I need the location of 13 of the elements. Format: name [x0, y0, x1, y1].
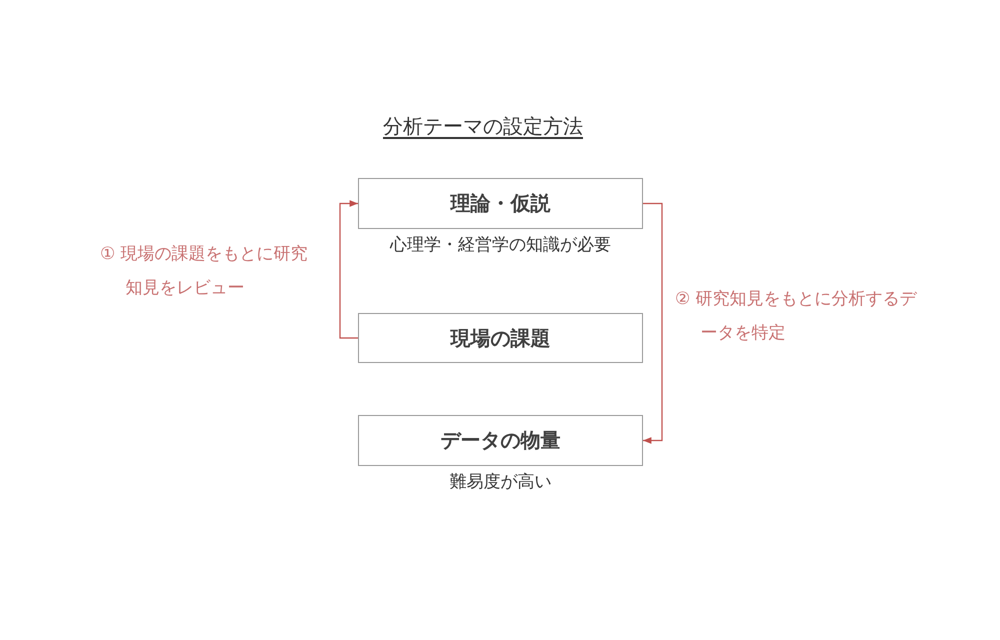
arrow	[643, 202, 663, 444]
box-label: 理論・仮説	[450, 190, 550, 217]
process-box	[358, 415, 643, 466]
box-label: データの物量	[440, 427, 560, 454]
edge-label: ① 現場の課題をもとに研究知見をレビュー	[100, 243, 309, 300]
note-text: 難易度が高い	[450, 471, 552, 493]
diagram-title: 分析テーマの設定方法	[383, 113, 583, 140]
edge-label: ② 研究知見をもとに分析するデータを特定	[675, 288, 918, 345]
box-label: 現場の課題	[450, 324, 550, 352]
note-text: 心理学・経営学の知識が必要	[390, 234, 611, 256]
process-box	[358, 313, 643, 363]
arrow	[339, 200, 358, 339]
process-box	[358, 178, 643, 229]
